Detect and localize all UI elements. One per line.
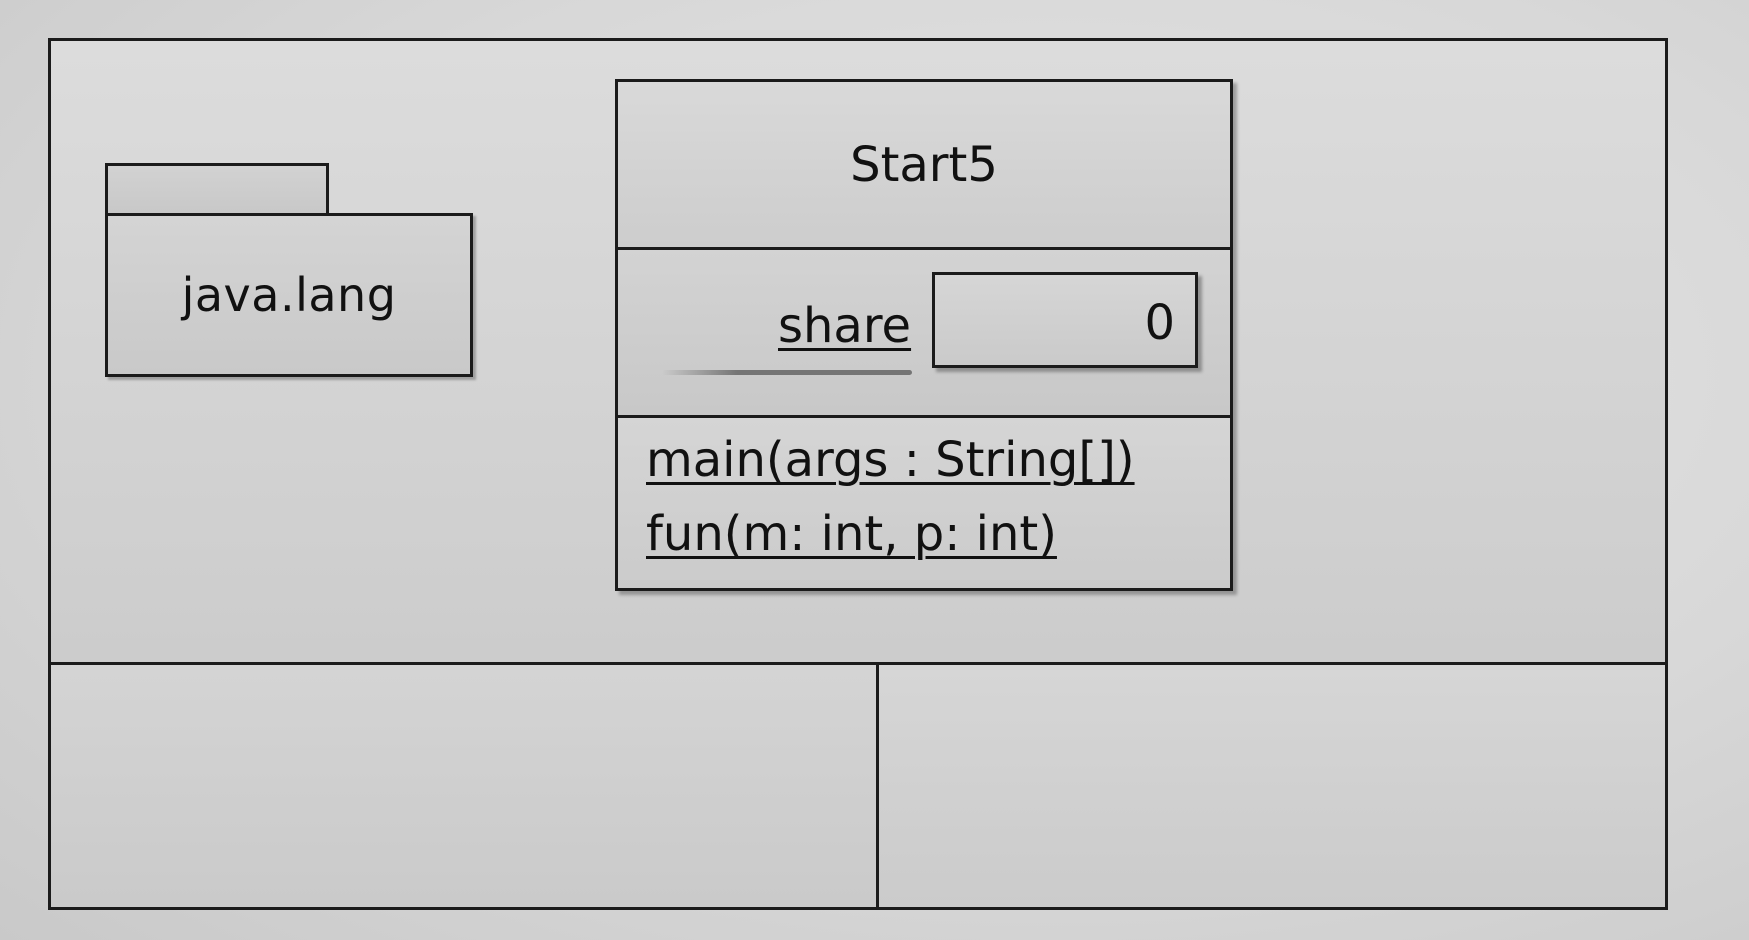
operation-main: main(args : String[]) [646, 432, 1135, 488]
outer-frame: java.lang Start5 share 0 main(args : Str… [48, 38, 1668, 910]
top-region: java.lang Start5 share 0 main(args : Str… [51, 41, 1665, 665]
bottom-left-cell [51, 665, 879, 907]
class-name: Start5 [850, 136, 998, 193]
class-start5: Start5 share 0 main(args : String[]) fun… [615, 79, 1233, 591]
package-name: java.lang [181, 268, 397, 322]
bottom-right-cell [879, 665, 1665, 907]
package-tab [105, 163, 329, 213]
attribute-share-name: share [778, 298, 912, 354]
operation-fun: fun(m: int, p: int) [646, 506, 1057, 562]
package-java-lang: java.lang [105, 213, 473, 377]
attribute-share-value: 0 [1144, 295, 1175, 351]
attribute-underline-shadow [662, 370, 912, 375]
class-name-compartment: Start5 [618, 82, 1230, 250]
operations-compartment: main(args : String[]) fun(m: int, p: int… [618, 418, 1230, 588]
attribute-share-value-box: 0 [932, 272, 1198, 368]
attribute-compartment: share 0 [618, 250, 1230, 418]
